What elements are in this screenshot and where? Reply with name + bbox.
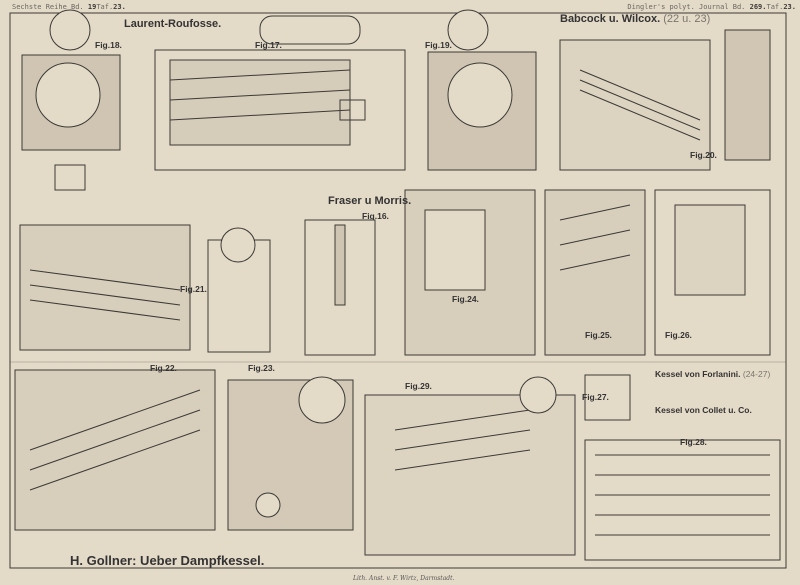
title-babcock: Babcock u. Wilcox. (22 u. 23) (560, 13, 710, 25)
fig25-forlanini (544, 189, 646, 356)
plate-number: 23. (783, 3, 796, 11)
babcock-label: Babcock u. Wilcox. (560, 13, 661, 25)
fig29-boiler (364, 376, 576, 556)
fig19-boiler-section (427, 9, 537, 171)
plate-border (9, 12, 787, 569)
header-left: Sechste Reihe Bd. 19Taf.23. (12, 3, 126, 11)
imprint: Lith. Anst. v. F. Wirtz, Darmstadt. (353, 575, 455, 582)
fig-label: Fig.29. (405, 381, 432, 391)
fig-label: Fig.25. (585, 330, 612, 340)
fig27-28-collet (584, 374, 781, 561)
fig-label: Fig.27. (582, 392, 609, 402)
title-main: H. Gollner: Ueber Dampfkessel. (70, 553, 265, 568)
title-collet: Kessel von Collet u. Co. (655, 405, 752, 415)
fig-label: Fig.24. (452, 294, 479, 304)
fig16-fraser-morris (304, 219, 376, 356)
plate-number: 23. (113, 3, 126, 11)
fig17-boiler-longitudinal (154, 15, 406, 171)
plate-prefix: Taf. (766, 3, 784, 11)
fig-label: Fig.19. (425, 40, 452, 50)
babcock-ref: (22 u. 23) (663, 13, 711, 25)
volume: 269. (749, 3, 767, 11)
header-right: Dingler's polyt. Journal Bd. 269.Taf.23. (627, 3, 796, 11)
fig-label: Fig.20. (690, 150, 717, 160)
fig-label: Fig.18. (95, 40, 122, 50)
fig23-boiler (227, 376, 354, 531)
fig-label: Fig.22. (150, 363, 177, 373)
fig18-boiler-section (21, 9, 121, 191)
fig22-boiler (14, 369, 216, 531)
fig-label: Fig.26. (665, 330, 692, 340)
forlanini-ref: (24-27) (742, 369, 771, 379)
forlanini-label: Kessel von Forlanini. (655, 369, 741, 379)
fig-label: Fig.17. (255, 40, 282, 50)
journal-label: Dingler's polyt. Journal Bd. (627, 3, 746, 11)
fig24-forlanini (404, 189, 536, 356)
plate-prefix: Taf. (96, 3, 114, 11)
fig-label: Fig.28. (680, 437, 707, 447)
fig-label: Fig.23. (248, 363, 275, 373)
title-fraser: Fraser u Morris. (328, 195, 412, 207)
title-laurent: Laurent-Roufosse. (124, 18, 222, 30)
fig21-boiler (19, 224, 271, 353)
series-label: Sechste Reihe Bd. (12, 3, 84, 11)
fig20-babcock-wilcox (559, 29, 771, 171)
fig-label: Fig.21. (180, 284, 207, 294)
title-forlanini: Kessel von Forlanini. (24-27) (655, 369, 770, 379)
volume: 19 (87, 3, 97, 11)
fig-label: Fig.16. (362, 211, 389, 221)
fig26-forlanini (654, 189, 771, 356)
